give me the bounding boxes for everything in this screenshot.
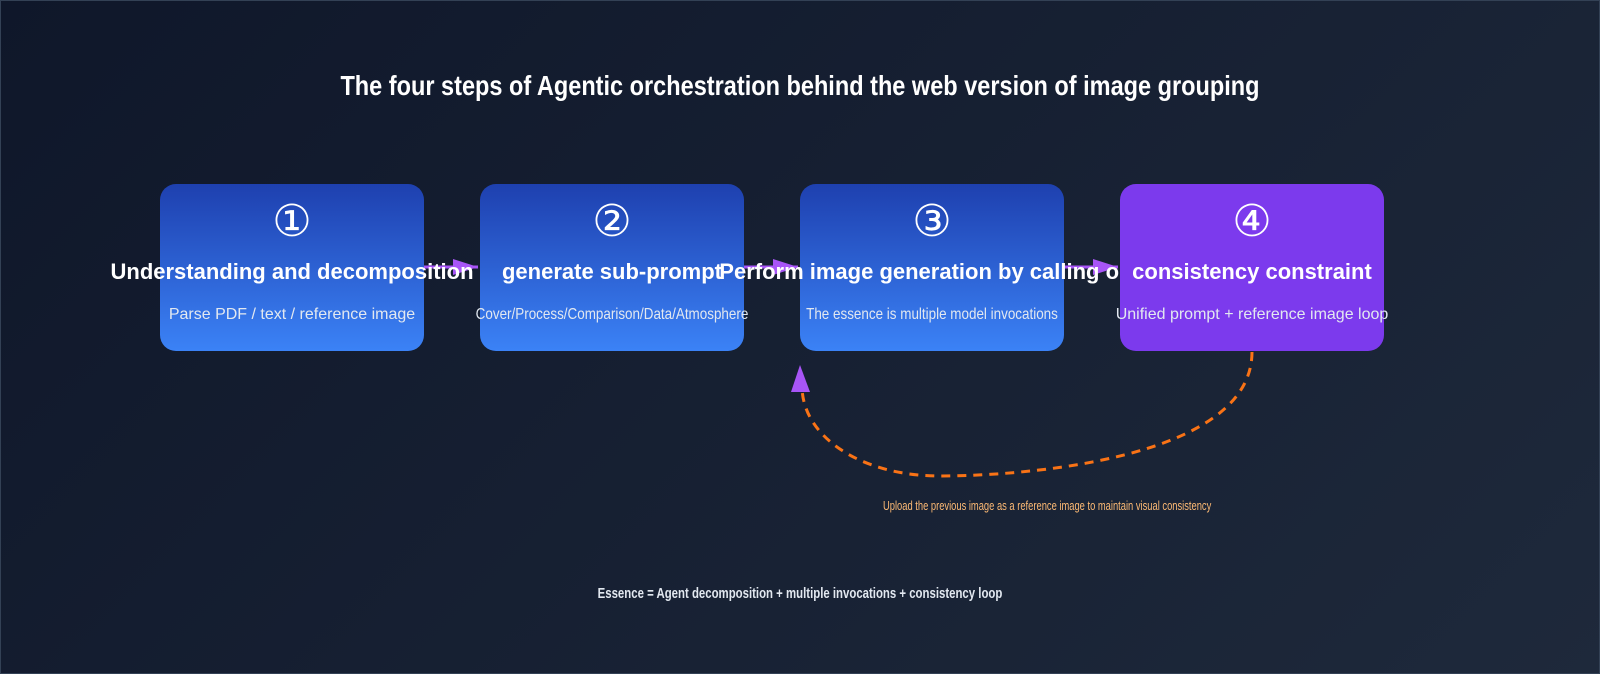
step-3-number: ③ bbox=[912, 196, 952, 247]
step-2-number: ② bbox=[592, 196, 632, 247]
step-4-box: ④ consistency constraint Unified prompt … bbox=[1116, 184, 1388, 351]
step-2-title: generate sub-prompt bbox=[501, 259, 723, 284]
footer-summary: Essence = Agent decomposition + multiple… bbox=[597, 585, 1003, 602]
arrowhead-step2-to-step3 bbox=[773, 259, 798, 275]
step-1-description: Parse PDF / text / reference image bbox=[168, 306, 416, 323]
step-1-title: Understanding and decomposition bbox=[110, 259, 474, 284]
diagram-title: The four steps of Agentic orchestration … bbox=[340, 70, 1260, 101]
loop-arrowhead bbox=[791, 365, 810, 392]
step-4-title: consistency constraint bbox=[1132, 259, 1372, 284]
arrowhead-step3-to-step4 bbox=[1093, 259, 1118, 275]
step-4-description: Unified prompt + reference image loop bbox=[1115, 306, 1389, 323]
step-2-box: ② generate sub-prompt Cover/Process/Comp… bbox=[476, 184, 748, 351]
step-1-box: ① Understanding and decomposition Parse … bbox=[110, 184, 474, 351]
step-3-title: Perform image generation by calling one bbox=[719, 259, 1145, 284]
step-2-description: Cover/Process/Comparison/Data/Atmosphere bbox=[475, 306, 749, 323]
step-3-description: The essence is multiple model invocation… bbox=[806, 306, 1058, 323]
loop-label: Upload the previous image as a reference… bbox=[883, 498, 1212, 513]
arrowhead-step1-to-step2 bbox=[453, 259, 478, 275]
step-4-number: ④ bbox=[1232, 196, 1272, 247]
consistency-loop-arrow bbox=[800, 351, 1254, 478]
step-1-number: ① bbox=[272, 196, 312, 247]
step-3-box: ③ Perform image generation by calling on… bbox=[719, 184, 1145, 351]
